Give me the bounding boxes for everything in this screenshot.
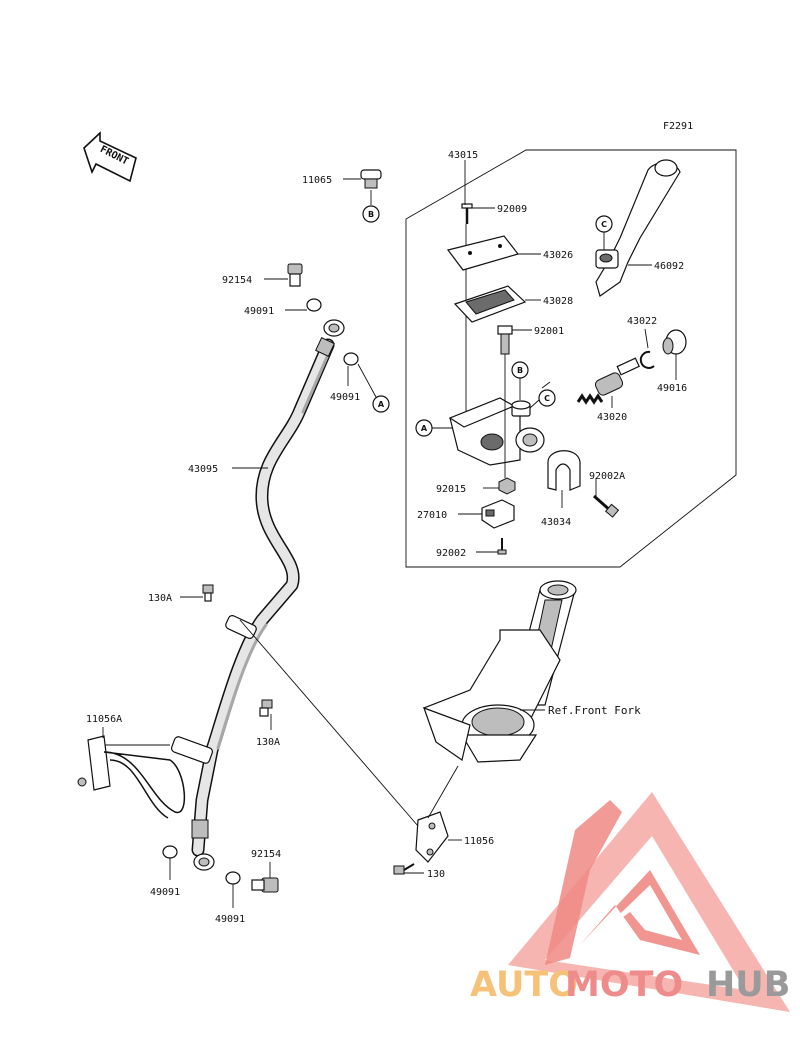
label-49091-mid: 49091: [330, 392, 360, 403]
reference-note: Ref.Front Fork: [548, 704, 641, 717]
piston-43020-icon: [576, 357, 640, 405]
label-92154-bot: 92154: [251, 849, 281, 860]
banjo-bolt-92154-top-icon: [287, 263, 303, 287]
group-box: [405, 149, 737, 568]
switch-27010-icon: [481, 499, 515, 529]
label-49091-br: 49091: [215, 914, 245, 925]
washer-49091-bl-icon: [162, 845, 178, 859]
watermark-auto: AUTO: [470, 965, 578, 1005]
front-arrow-icon: [83, 131, 137, 183]
label-43026: 43026: [543, 250, 573, 261]
callout-a-hose-text: A: [378, 400, 385, 409]
watermark-logo-icon: [508, 792, 790, 1012]
bolt-92001-icon: [497, 325, 513, 355]
callout-b-top: [362, 205, 380, 223]
bolt-130-icon: [393, 863, 415, 875]
callout-b-top-text: B: [368, 210, 374, 219]
master-cylinder-body-icon: [448, 397, 545, 466]
label-43015: 43015: [448, 150, 478, 161]
hose-clamp-top-icon: [225, 615, 257, 639]
label-11056: 11056: [464, 836, 494, 847]
label-43028: 43028: [543, 296, 573, 307]
washer-49091-top-icon: [306, 298, 322, 312]
screw-92002-icon: [497, 538, 507, 555]
banjo-bolt-92154-bot-icon: [251, 877, 279, 893]
reservoir-cap-43026-icon: [446, 235, 520, 271]
diagram-code: F2291: [663, 121, 693, 132]
callout-c-lever-text: C: [601, 220, 607, 229]
label-11065: 11065: [302, 175, 332, 186]
watermark-moto: MOTO: [565, 965, 683, 1005]
label-49091-bl: 49091: [150, 887, 180, 898]
lever-46092-icon: [595, 159, 681, 297]
clamp-43034-icon: [547, 450, 581, 491]
label-92015: 92015: [436, 484, 466, 495]
watermark-hub: HUB: [706, 965, 790, 1005]
bolt-92002a-icon: [593, 494, 620, 518]
washer-49091-br-icon: [225, 871, 241, 885]
screw-92009-icon: [461, 203, 473, 224]
label-92154-top: 92154: [222, 275, 252, 286]
label-92002a: 92002A: [589, 471, 625, 482]
bracket-11056a-icon: [77, 735, 214, 819]
washer-49091-mid-icon: [343, 352, 359, 366]
callout-c-body-text: C: [544, 394, 550, 403]
label-43020: 43020: [597, 412, 627, 423]
label-46092: 46092: [654, 261, 684, 272]
callout-a-body-text: A: [421, 424, 428, 433]
label-130a-mid: 130A: [256, 737, 280, 748]
bolt-130a-top-icon: [202, 584, 214, 602]
nut-92015-icon: [498, 477, 516, 495]
bolt-130a-mid-icon: [259, 699, 273, 717]
label-92001: 92001: [534, 326, 564, 337]
label-43034: 43034: [541, 517, 571, 528]
label-49016: 49016: [657, 383, 687, 394]
cap-11065-icon: [360, 169, 382, 189]
bracket-11056-icon: [415, 811, 449, 863]
label-27010: 27010: [417, 510, 447, 521]
callout-b-body-text: B: [517, 366, 523, 375]
label-49091-top: 49091: [244, 306, 274, 317]
label-92009: 92009: [497, 204, 527, 215]
boot-49016-icon: [662, 329, 687, 355]
label-130a-top: 130A: [148, 593, 172, 604]
callout-a-hose: [372, 395, 390, 413]
label-43022: 43022: [627, 316, 657, 327]
label-11056a: 11056A: [86, 714, 122, 725]
label-130: 130: [427, 869, 445, 880]
callout-c-body: [538, 389, 556, 407]
brake-hose-43095-icon: [191, 319, 345, 871]
diaphragm-43028-icon: [453, 285, 527, 323]
label-92002: 92002: [436, 548, 466, 559]
circlip-43022-icon: [639, 350, 655, 369]
front-fork-stem-icon: [423, 580, 577, 763]
label-43095: 43095: [188, 464, 218, 475]
